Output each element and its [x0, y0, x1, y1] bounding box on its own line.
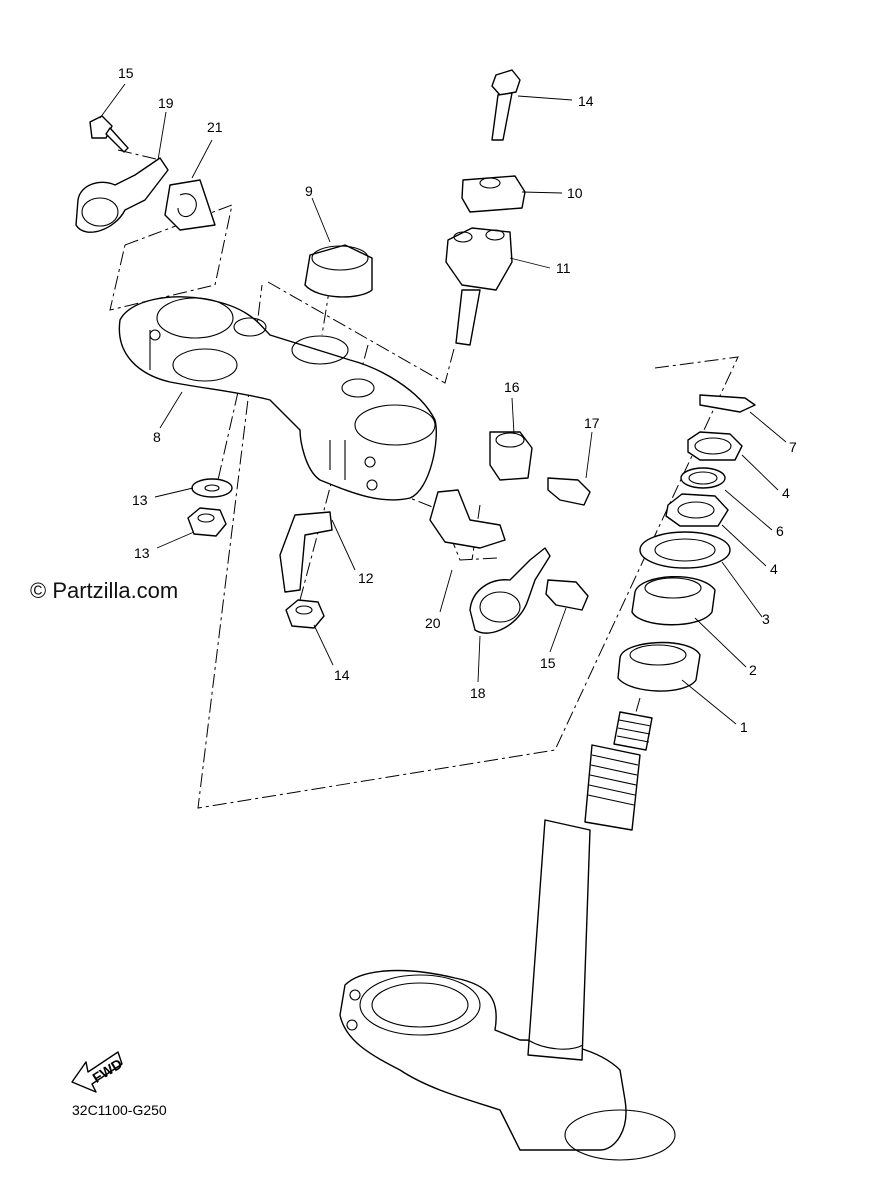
- callout-16: 16: [504, 379, 520, 395]
- callout-leader-lines: [99, 83, 787, 725]
- callout-4-lower: 4: [770, 561, 778, 577]
- callout-11: 12: [358, 570, 374, 586]
- callout-5: 6: [776, 523, 784, 539]
- forward-direction-arrow: FWD: [71, 1051, 125, 1093]
- callout-15: 15: [118, 65, 134, 81]
- diagram-code: 32C1100-G250: [72, 1102, 167, 1118]
- callout-3: 3: [762, 611, 770, 627]
- washers-and-nuts: [187, 478, 325, 629]
- callout-15-right: 15: [540, 655, 556, 671]
- callout-4-upper: 4: [782, 485, 790, 501]
- callout-20: 20: [425, 615, 441, 631]
- handlebar-holder-parts: [304, 69, 526, 346]
- callout-17: 17: [584, 415, 600, 431]
- steering-bearing-stack: [617, 394, 756, 692]
- callout-1: 1: [740, 719, 748, 735]
- callout-13-left: 13: [134, 545, 150, 561]
- upper-bracket: [118, 296, 437, 501]
- callout-19: 19: [158, 95, 174, 111]
- callout-21: 21: [207, 119, 223, 135]
- callout-14: 14: [578, 93, 594, 109]
- callout-6: 7: [789, 439, 797, 455]
- callout-9: 10: [567, 185, 583, 201]
- callout-10: 11: [556, 260, 571, 276]
- cable-guide-parts: [75, 115, 591, 634]
- callout-7: 8: [153, 429, 161, 445]
- callout-labels: 15 19 21 9 14 10 11 8 13 13 12 14 16 17 …: [118, 65, 797, 735]
- callout-8: 9: [305, 183, 313, 199]
- callout-13-lower: 14: [334, 667, 350, 683]
- callout-2: 2: [749, 662, 757, 678]
- callout-12: 13: [132, 492, 148, 508]
- lower-bracket-steering-stem: [339, 711, 676, 1161]
- watermark: © Partzilla.com: [30, 578, 179, 603]
- callout-18: 18: [470, 685, 486, 701]
